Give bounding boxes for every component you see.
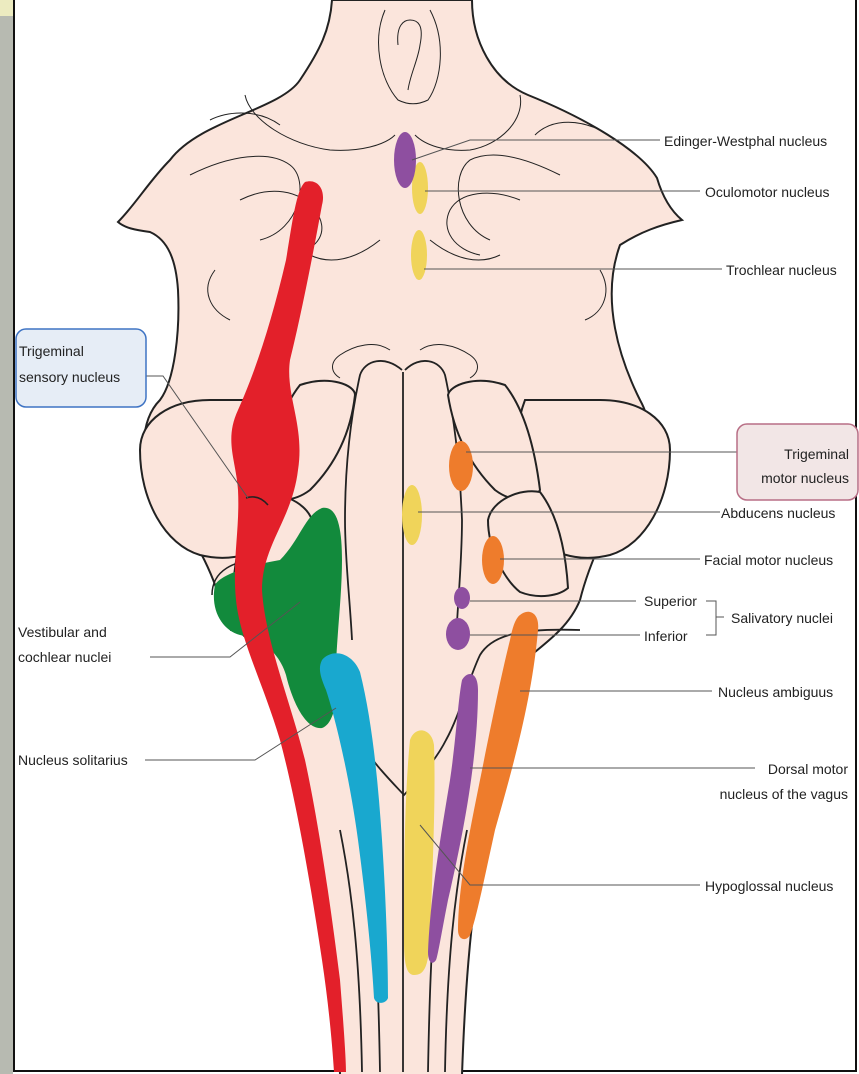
trigeminal-motor-nucleus-shape xyxy=(449,441,473,491)
facial-motor-label: Facial motor nucleus xyxy=(704,552,833,568)
superior-salivatory-nucleus-shape xyxy=(454,587,470,609)
trigeminal-sensory-callout xyxy=(16,329,146,407)
solitarius-label: Nucleus solitarius xyxy=(18,752,128,768)
edinger-westphal-label: Edinger-Westphal nucleus xyxy=(664,133,827,149)
dorsal-vagus-label-line2: nucleus of the vagus xyxy=(720,786,848,802)
inferior-salivatory-nucleus-shape xyxy=(446,618,470,650)
oculomotor-label: Oculomotor nucleus xyxy=(705,184,830,200)
abducens-nucleus-shape xyxy=(402,485,422,545)
trigeminal-motor-label-line2: motor nucleus xyxy=(761,470,849,486)
trigeminal-motor-label-line1: Trigeminal xyxy=(784,446,849,462)
trigeminal-sensory-label-line2: sensory nucleus xyxy=(19,369,120,385)
dorsal-vagus-label-line1: Dorsal motor xyxy=(768,761,848,777)
abducens-label: Abducens nucleus xyxy=(721,505,835,521)
facial-motor-nucleus-shape xyxy=(482,536,504,584)
vestibular-label-line1: Vestibular and xyxy=(18,624,107,640)
inferior-label: Inferior xyxy=(644,628,688,644)
salivatory-label: Salivatory nuclei xyxy=(731,610,833,626)
ambiguus-label: Nucleus ambiguus xyxy=(718,684,833,700)
vestibular-label-line2: cochlear nuclei xyxy=(18,649,111,665)
superior-label: Superior xyxy=(644,593,697,609)
trochlear-nucleus-shape xyxy=(411,230,427,280)
trigeminal-sensory-label-line1: Trigeminal xyxy=(19,343,84,359)
trochlear-label: Trochlear nucleus xyxy=(726,262,837,278)
hypoglossal-label: Hypoglossal nucleus xyxy=(705,878,833,894)
trigeminal-motor-callout xyxy=(737,424,858,500)
